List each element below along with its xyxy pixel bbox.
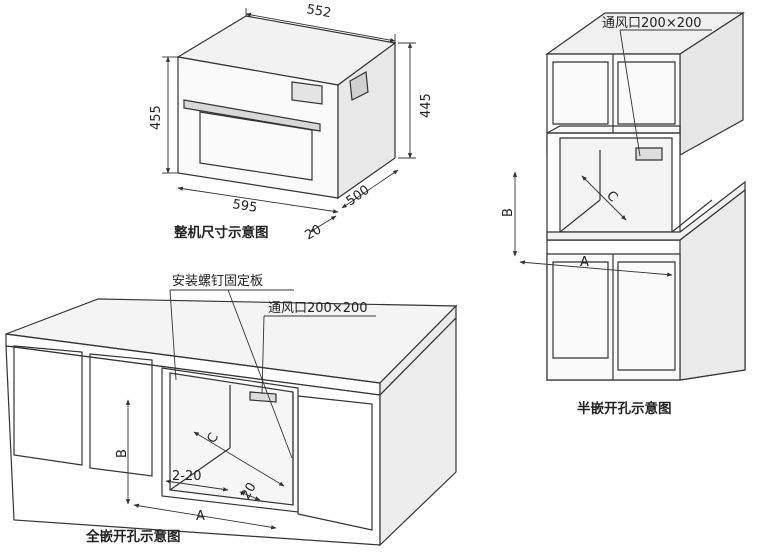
- full-gap-label: 2-20: [172, 469, 202, 484]
- plate-label: 安装螺钉固定板: [172, 274, 263, 289]
- full-vent-label: 通风口200×200: [268, 301, 368, 316]
- half-embedded-drawing: [545, 11, 746, 381]
- dim-height-455: 455: [149, 105, 164, 130]
- oven-unit-drawing: [176, 15, 397, 200]
- caption-full-embedded: 全嵌开孔示意图: [85, 528, 181, 545]
- dim-width-552: 552: [305, 2, 332, 21]
- dim-offset-20: 20: [303, 222, 325, 243]
- dim-height-445: 445: [419, 93, 434, 118]
- half-dim-a: A: [580, 255, 589, 270]
- half-dim-b: B: [501, 208, 516, 217]
- full-embedded-drawing: [5, 298, 458, 547]
- caption-unit-dimensions: 整机尺寸示意图: [174, 224, 269, 241]
- half-vent-label: 通风口200×200: [602, 16, 702, 31]
- full-embedded-dim-lines: [125, 289, 376, 530]
- oven-dimension-lines: [162, 8, 416, 233]
- full-dim-b: B: [115, 449, 130, 458]
- dim-width-595: 595: [231, 197, 258, 216]
- full-dim-a: A: [196, 509, 205, 524]
- half-embedded-dim-lines: [512, 29, 712, 277]
- full-offset-label: 20: [238, 480, 259, 502]
- caption-half-embedded: 半嵌开孔示意图: [577, 400, 672, 417]
